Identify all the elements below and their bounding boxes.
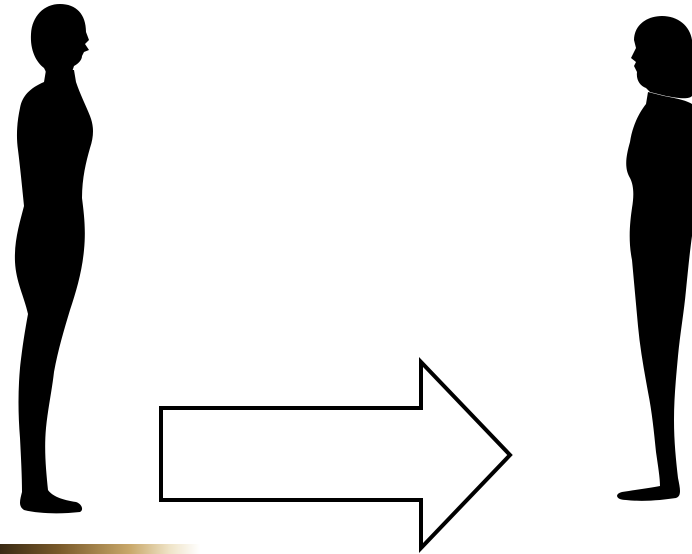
right-arrow-icon [161,362,510,548]
female-silhouette-icon [617,16,692,501]
male-silhouette-icon [15,4,93,513]
decorative-image-strip [0,544,200,554]
